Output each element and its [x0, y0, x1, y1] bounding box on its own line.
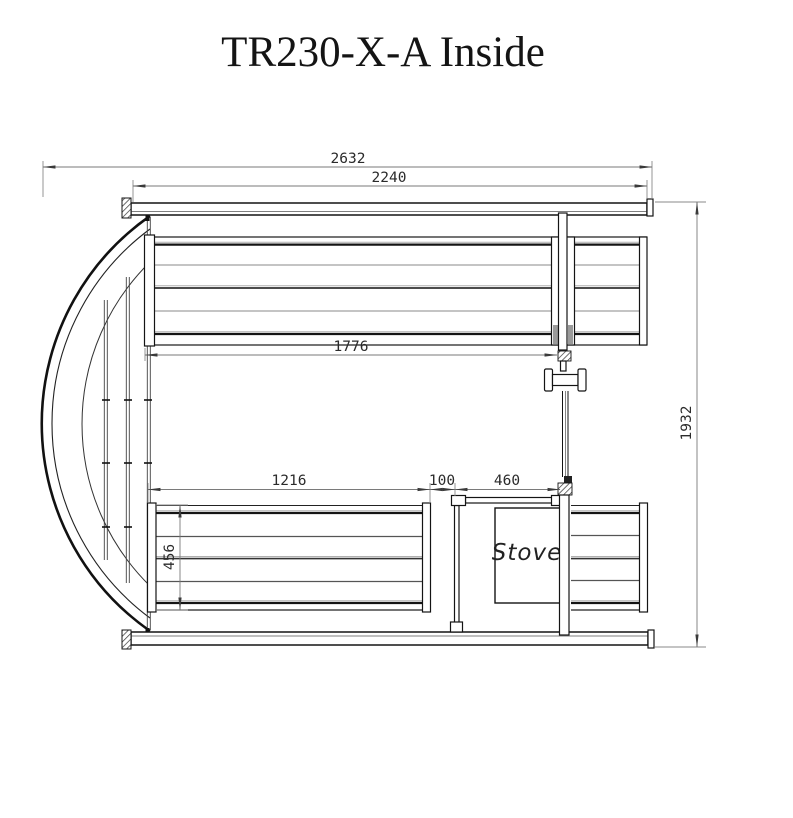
door-handle-bar: [551, 373, 579, 387]
dim-label-overall-depth: 1932: [679, 406, 695, 441]
drawing-title: TR230-X-A Inside: [221, 29, 545, 76]
dim-label-upper-bench-length: 1776: [334, 339, 369, 355]
door-edge-lines: [562, 391, 569, 477]
top-wall-left-hatch-cap: [121, 197, 132, 219]
guard-rail-horizontal: [464, 496, 554, 504]
top-wall: [121, 197, 654, 219]
lower-right-bench-end-rail: [638, 502, 649, 613]
lower-left-bench-right-rail: [421, 502, 432, 613]
guard-rail-corner-block: [450, 494, 467, 507]
lower-left-bench: [146, 502, 432, 613]
dim-label-lower-bench-length: 1216: [272, 473, 307, 489]
lower-right-bench-slats: [571, 510, 640, 605]
dim-lower-row: 1216 100 460: [147, 473, 561, 503]
upper-bench-right-rail: [638, 236, 648, 346]
bottom-wall-left-hatch-cap: [121, 629, 132, 650]
lower-left-bench-slats: [156, 510, 423, 605]
left-support-shading: [553, 325, 558, 344]
stove-outline: [494, 507, 561, 604]
bottom-wall-right-cap: [647, 629, 655, 649]
stove-label: Stove: [492, 540, 562, 566]
guard-rail-vertical: [453, 504, 460, 624]
dim-label-stove-width: 460: [494, 473, 520, 489]
top-wall-right-cap: [646, 198, 654, 217]
middle-curve: [51, 228, 151, 619]
door-hinge-block: [564, 476, 572, 483]
door-latch-hatch: [557, 350, 572, 362]
curve-bottom-joint: [145, 628, 150, 634]
door: [543, 212, 587, 636]
outer-curve: [40, 214, 151, 633]
top-wall-body: [130, 202, 648, 216]
door-latch-stem: [559, 360, 567, 372]
inner-curve: [81, 261, 151, 587]
stove-guard-rail: [449, 494, 564, 633]
dim-upper-bench-length: 1776: [144, 339, 558, 361]
upper-bench-left-rail: [143, 234, 156, 347]
plank-joint-ticks: [102, 399, 152, 528]
wall-plank-lines: [103, 217, 151, 630]
door-handle: [543, 368, 587, 392]
door-post-lower: [558, 494, 570, 636]
dimensions: 2632 2240 1776 1216 100 460: [42, 151, 706, 648]
lower-right-bench: [571, 502, 649, 613]
bottom-wall-body: [130, 631, 649, 646]
door-post-upper: [557, 212, 568, 351]
left-curved-wall: [40, 214, 152, 634]
upper-bench: [143, 234, 648, 347]
dim-inner-width: 2240: [132, 170, 648, 202]
dim-bench-depth: 456: [156, 504, 188, 611]
dim-overall-depth: 1932: [655, 201, 706, 648]
dim-label-bench-depth: 456: [162, 544, 178, 570]
door-hinge-hatch: [557, 482, 573, 496]
right-support-shading: [568, 325, 573, 344]
lower-left-bench-left-rail: [146, 502, 157, 613]
bottom-wall: [121, 629, 655, 650]
dim-overall-width: 2632: [42, 151, 653, 199]
curve-top-joint: [145, 215, 150, 221]
stove: Stove: [492, 507, 562, 604]
dim-label-overall-width: 2632: [331, 151, 366, 167]
door-handle-right-cap: [577, 368, 587, 392]
guard-rail-foot-block: [449, 621, 464, 633]
door-handle-left-cap: [543, 368, 554, 392]
dim-label-inner-width: 2240: [372, 170, 407, 186]
dim-label-stove-gap: 100: [429, 473, 455, 489]
